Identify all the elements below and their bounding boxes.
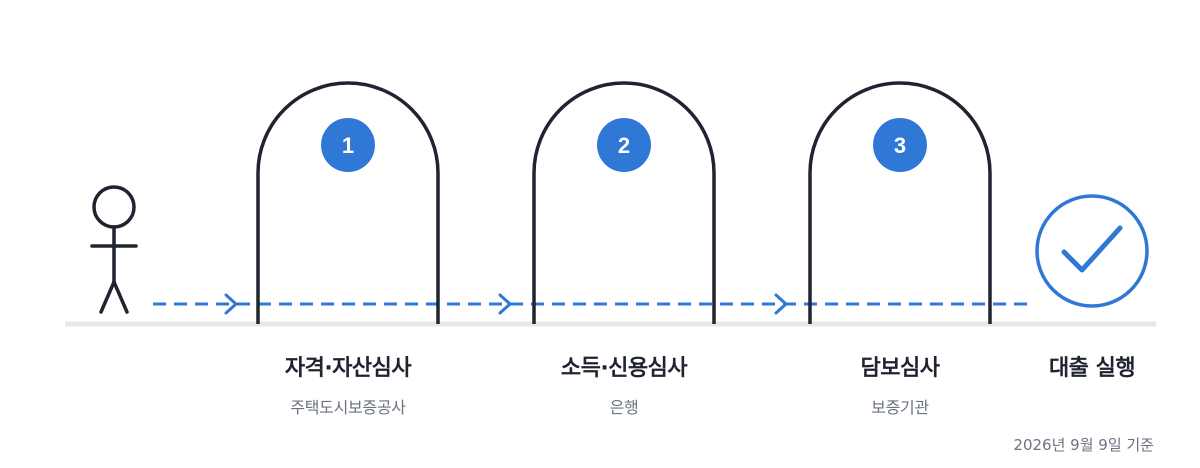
person-icon (90, 185, 138, 314)
stage-3-title: 담보심사 (860, 356, 940, 381)
stage-3-subtitle: 보증기관 (871, 398, 929, 417)
arrow-right-icon (498, 293, 512, 315)
step-number: 3 (894, 133, 906, 158)
gate-3: 3 (808, 81, 992, 324)
stage-1-title: 자격·자산심사 (284, 356, 412, 381)
gate-2: 2 (532, 81, 716, 324)
stage-2-title: 소득·신용심사 (560, 356, 688, 381)
gate-arch-icon (532, 81, 716, 324)
step-number: 2 (618, 133, 630, 158)
stage-2-subtitle: 은행 (609, 398, 639, 417)
final-step-title: 대출 실행 (1048, 356, 1136, 381)
step-number: 1 (342, 133, 354, 158)
step-badge (873, 118, 927, 172)
basis-date: 2026년 9월 9일 기준 (1013, 436, 1154, 454)
arrow-right-icon (774, 293, 788, 315)
stage-1-subtitle: 주택도시보증공사 (290, 398, 406, 417)
gate-arch-icon (256, 81, 440, 324)
gate-arch-icon (808, 81, 992, 324)
arrow-right-icon (224, 293, 238, 315)
step-badge (597, 118, 651, 172)
gate-1: 1 (256, 81, 440, 324)
check-circle-icon (1035, 194, 1149, 308)
step-badge (321, 118, 375, 172)
